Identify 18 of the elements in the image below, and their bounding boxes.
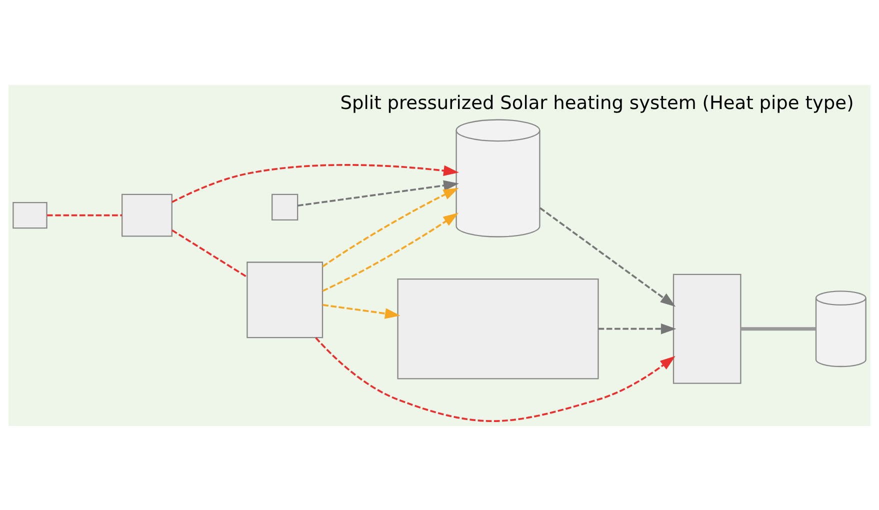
arrow <box>322 304 400 318</box>
node-box <box>122 193 172 236</box>
connector <box>47 214 122 216</box>
connector <box>740 326 816 330</box>
arrow <box>539 206 676 306</box>
arrow <box>322 187 459 267</box>
connector <box>172 228 248 278</box>
arrow <box>322 212 459 292</box>
arrow <box>315 336 676 422</box>
node-box <box>397 278 599 379</box>
node-box <box>672 273 742 384</box>
diagram-title: Split pressurized Solar heating system (Heat pipe type) <box>340 92 854 114</box>
node-box <box>246 261 324 338</box>
node-box <box>272 193 298 220</box>
arrow <box>172 164 459 202</box>
node-box <box>12 202 48 228</box>
arrow <box>298 180 459 206</box>
arrow <box>598 323 676 334</box>
